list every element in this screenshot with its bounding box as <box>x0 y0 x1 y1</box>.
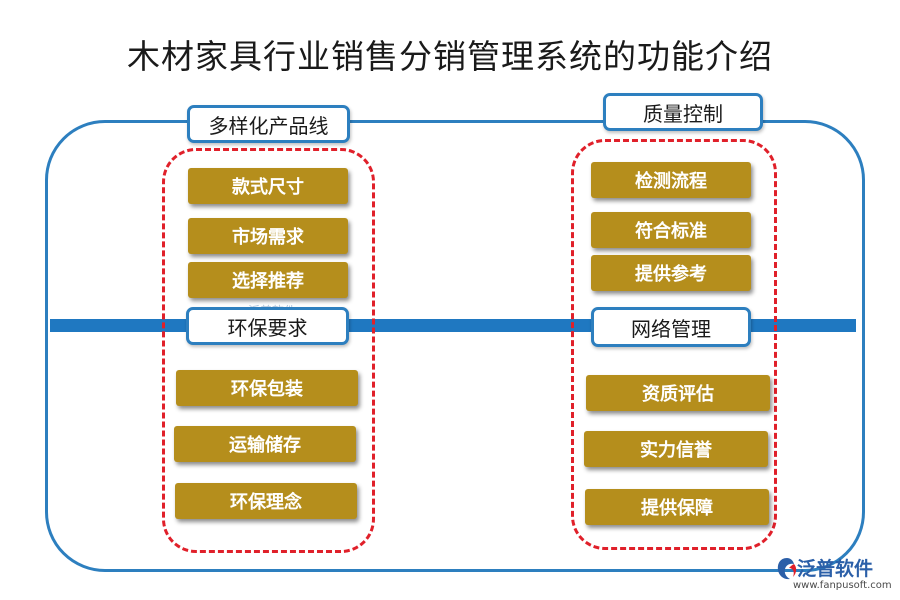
header-network-management: 网络管理 <box>591 307 751 347</box>
header-product-line: 多样化产品线 <box>187 105 350 143</box>
logo-url: www.fanpusoft.com <box>793 580 892 591</box>
item-strength-reputation: 实力信誉 <box>584 431 768 467</box>
header-quality-control: 质量控制 <box>603 93 763 131</box>
item-transport-storage: 运输储存 <box>174 426 356 462</box>
item-inspection-process: 检测流程 <box>591 162 751 198</box>
page-title: 木材家具行业销售分销管理系统的功能介绍 <box>127 37 773 76</box>
fanpu-logo-icon <box>777 558 797 580</box>
item-eco-packaging: 环保包装 <box>176 370 358 406</box>
item-provide-reference: 提供参考 <box>591 255 751 291</box>
header-eco-requirements: 环保要求 <box>186 307 349 345</box>
item-market-demand: 市场需求 <box>188 218 348 254</box>
logo-name: 泛普软件 <box>797 558 874 580</box>
item-meet-standards: 符合标准 <box>591 212 751 248</box>
item-style-size: 款式尺寸 <box>188 168 348 204</box>
item-provide-guarantee: 提供保障 <box>585 489 769 525</box>
item-qualification-assessment: 资质评估 <box>586 375 770 411</box>
item-eco-concept: 环保理念 <box>175 483 357 519</box>
left-group-outline <box>162 148 375 553</box>
item-recommendation: 选择推荐 <box>188 262 348 298</box>
right-group-outline <box>571 139 777 550</box>
outer-frame <box>45 120 865 572</box>
brand-logo: 泛普软件 www.fanpusoft.com <box>775 554 895 598</box>
